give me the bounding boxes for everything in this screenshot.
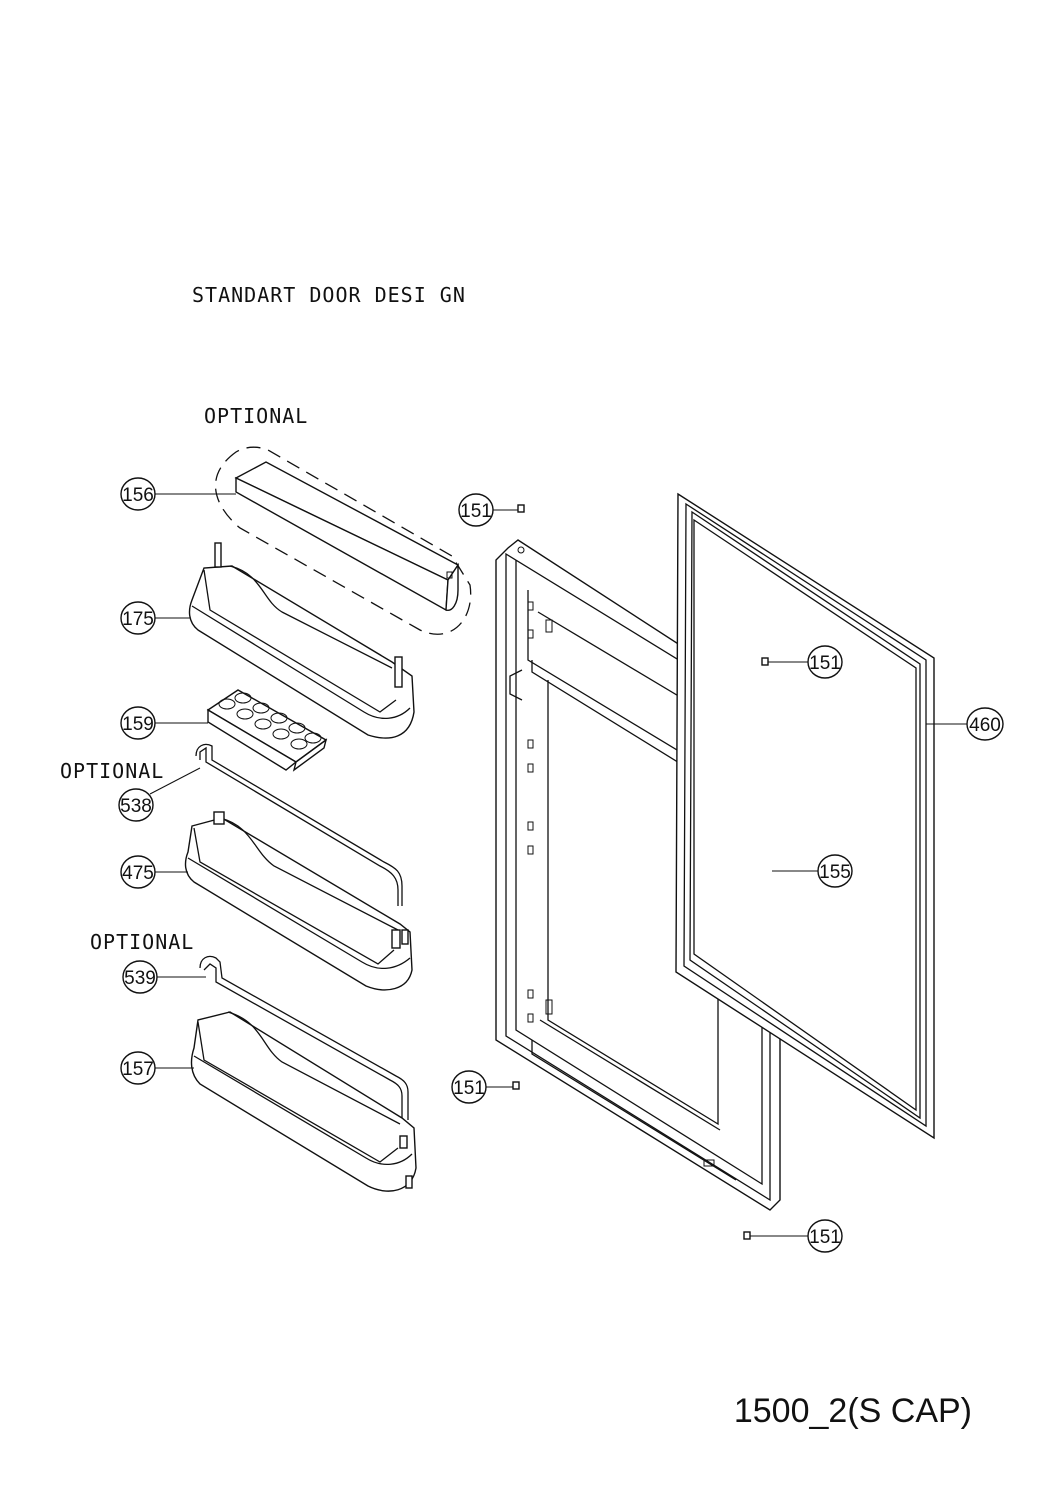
callout-151-bottom: 151 xyxy=(807,1219,843,1253)
callout-475: 475 xyxy=(120,855,156,889)
svg-text:151: 151 xyxy=(809,653,841,674)
part-159-egg-tray xyxy=(206,689,328,772)
callout-460: 460 xyxy=(966,707,1004,741)
svg-text:156: 156 xyxy=(122,485,154,506)
svg-text:159: 159 xyxy=(122,714,154,735)
callout-151-lower-left: 151 xyxy=(451,1070,487,1104)
callout-157: 157 xyxy=(120,1051,156,1085)
screw-cap-2 xyxy=(761,657,769,666)
leader-lines xyxy=(149,493,968,1237)
callout-156: 156 xyxy=(120,477,156,511)
drawing-code: 1500_2(S CAP) xyxy=(734,1392,972,1430)
screw-cap-4 xyxy=(743,1231,751,1240)
svg-text:151: 151 xyxy=(453,1078,485,1099)
screw-cap-3 xyxy=(512,1081,520,1090)
callout-151-top: 151 xyxy=(458,493,494,527)
screw-cap-1 xyxy=(517,504,525,513)
part-156-shelf-cover xyxy=(215,446,472,635)
optional-label-top: OPTIONAL xyxy=(204,404,308,428)
svg-text:460: 460 xyxy=(969,715,1001,736)
optional-label-bottom: OPTIONAL xyxy=(90,930,194,954)
svg-text:475: 475 xyxy=(122,863,154,884)
part-460-door-gasket xyxy=(675,492,935,1140)
svg-text:151: 151 xyxy=(809,1227,841,1248)
svg-text:175: 175 xyxy=(122,609,154,630)
svg-text:157: 157 xyxy=(122,1059,154,1080)
callout-159: 159 xyxy=(120,706,156,740)
part-157-bottle-shelf xyxy=(190,1011,417,1192)
diagram-title: STANDART DOOR DESI GN xyxy=(192,283,466,307)
part-175-door-shelf xyxy=(188,542,415,739)
optional-label-middle: OPTIONAL xyxy=(60,759,164,783)
svg-text:151: 151 xyxy=(460,501,492,522)
part-538-wire-rail xyxy=(195,743,403,906)
svg-text:539: 539 xyxy=(124,968,156,989)
svg-text:538: 538 xyxy=(120,796,152,817)
callout-151-upper-right: 151 xyxy=(807,645,843,679)
callout-539: 539 xyxy=(122,960,158,994)
part-475-door-shelf xyxy=(184,811,413,991)
callout-175: 175 xyxy=(120,601,156,635)
part-539-wire-rail xyxy=(199,955,409,1120)
callout-538: 538 xyxy=(118,788,154,822)
callout-155: 155 xyxy=(817,854,853,888)
svg-text:155: 155 xyxy=(819,862,851,883)
